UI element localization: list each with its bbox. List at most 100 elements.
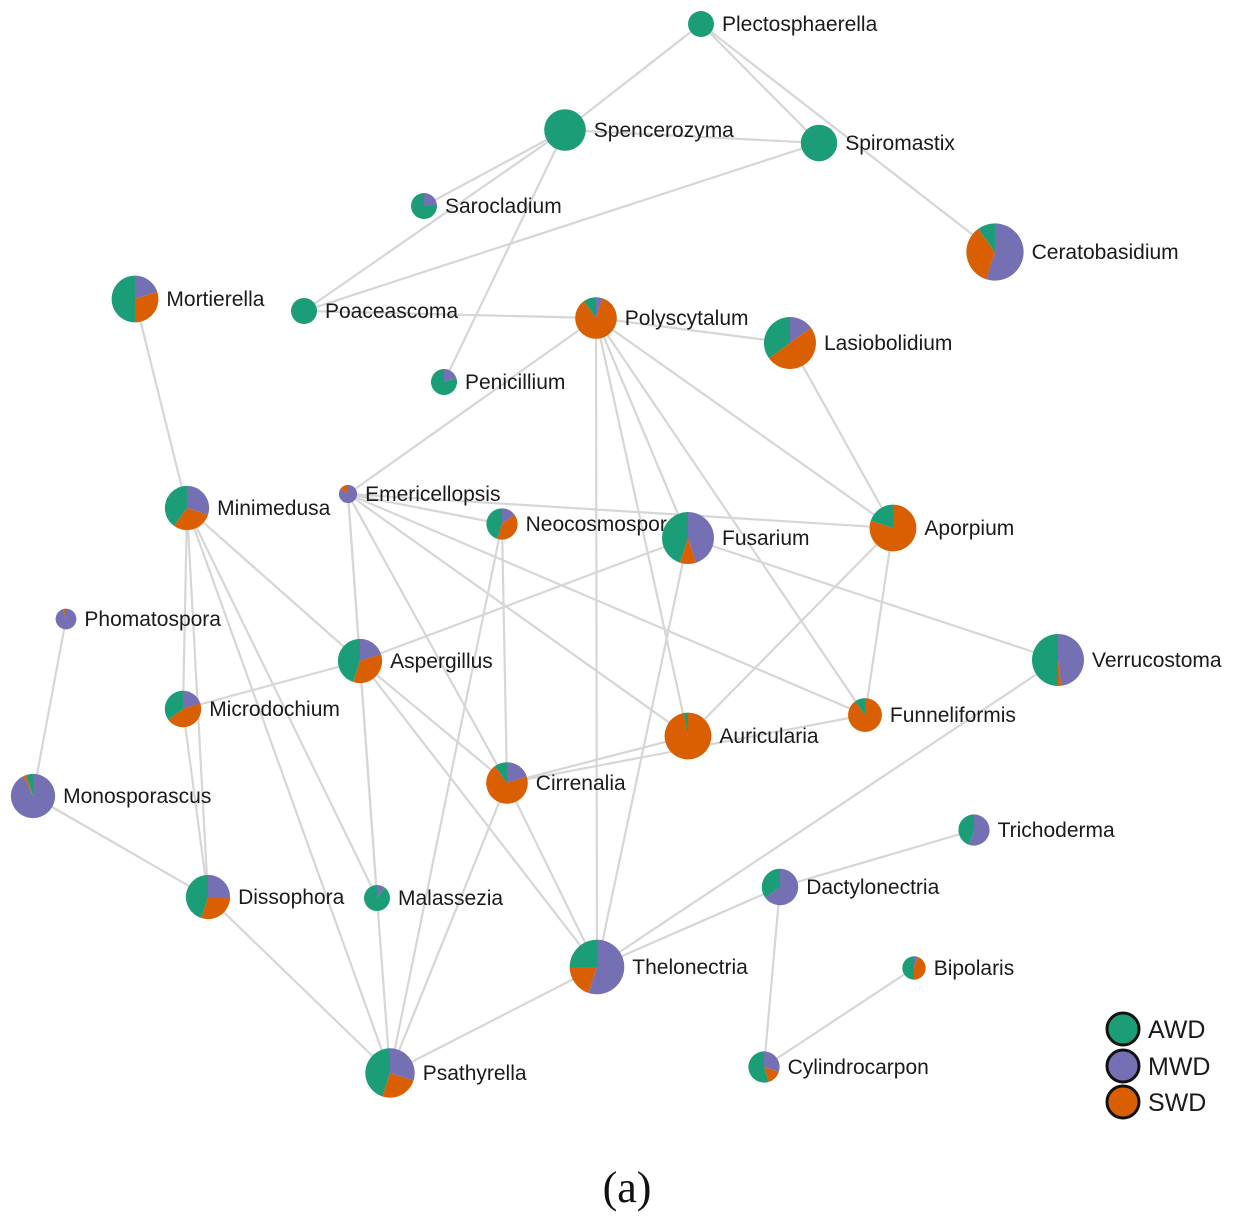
pie-slice-microdochium-mwd [183, 690, 201, 709]
pie-slice-fusarium-swd [679, 538, 697, 564]
node-ceratobasidium[interactable]: Ceratobasidium [966, 223, 1179, 281]
pie-slice-phomatospora-mwd [55, 608, 77, 630]
node-spencerozyma[interactable]: Spencerozyma [544, 109, 734, 151]
node-thelonectria[interactable]: Thelonectria [569, 939, 748, 995]
node-label-microdochium: Microdochium [209, 698, 340, 721]
node-label-aspergillus: Aspergillus [390, 650, 493, 673]
node-aspergillus[interactable]: Aspergillus [337, 638, 493, 684]
legend-item-mwd: MWD [1105, 1048, 1210, 1084]
node-spiromastix[interactable]: Spiromastix [800, 124, 956, 162]
node-aporpium[interactable]: Aporpium [869, 504, 1015, 552]
node-lasiobolidium[interactable]: Lasiobolidium [764, 317, 952, 369]
node-sarocladium[interactable]: Sarocladium [411, 193, 562, 219]
node-label-ceratobasidium: Ceratobasidium [1032, 241, 1179, 264]
node-mortierella[interactable]: Mortierella [111, 275, 265, 323]
node-verrucostoma[interactable]: Verrucostoma [1032, 634, 1222, 686]
edge-polyscytalum-lasiobolidium [595, 316, 791, 345]
edge-minimedusa-aspergillus [186, 507, 361, 662]
edge-fusarium-aspergillus [359, 536, 689, 663]
edge-fusarium-thelonectria [595, 537, 690, 968]
edge-cirrenalia-psathyrella [388, 782, 509, 1074]
edge-neocosmospora-cirrenalia [500, 523, 509, 784]
node-poaceascoma[interactable]: Poaceascoma [291, 298, 458, 324]
legend: AWD MWD SWD [1105, 1011, 1210, 1120]
edge-auricularia-cirrenalia [506, 734, 689, 785]
pie-slice-monosporascus-mwd [10, 773, 56, 819]
node-auricularia[interactable]: Auricularia [664, 712, 819, 760]
pie-slice-funneliformis-awd [855, 698, 865, 715]
node-monosporascus[interactable]: Monosporascus [10, 773, 211, 819]
node-emericellopsis[interactable]: Emericellopsis [338, 483, 501, 506]
node-cylindrocarpon[interactable]: Cylindrocarpon [748, 1051, 929, 1083]
node-plectosphaerella[interactable]: Plectosphaerella [688, 11, 878, 37]
pie-slice-lasiobolidium-mwd [790, 317, 812, 343]
edge-emericellopsis-auricularia [347, 493, 689, 737]
pie-slice-cirrenalia-mwd [507, 762, 527, 783]
node-bipolaris[interactable]: Bipolaris [902, 956, 1014, 980]
node-label-cirrenalia: Cirrenalia [536, 772, 626, 795]
edge-polyscytalum-auricularia [594, 317, 690, 737]
node-malassezia[interactable]: Malassezia [364, 885, 503, 911]
pie-slice-cylindrocarpon-swd [764, 1067, 779, 1082]
edge-spencerozyma-penicillium [443, 129, 566, 383]
pie-slice-lasiobolidium-swd [768, 327, 816, 369]
edge-spencerozyma-sarocladium [423, 129, 566, 207]
node-phomatospora[interactable]: Phomatospora [55, 608, 222, 631]
legend-swatch-mwd [1105, 1048, 1141, 1084]
pie-slice-ceratobasidium-swd [966, 228, 995, 280]
node-dissophora[interactable]: Dissophora [185, 874, 345, 920]
node-label-penicillium: Penicillium [465, 371, 565, 394]
edge-monosporascus-dissophora [32, 795, 209, 898]
pie-slice-polyscytalum-mwd [596, 297, 603, 318]
node-trichoderma[interactable]: Trichoderma [958, 814, 1115, 846]
node-dactylonectria[interactable]: Dactylonectria [761, 868, 940, 906]
edge-thelonectria-dactylonectria [596, 885, 781, 969]
node-microdochium[interactable]: Microdochium [164, 690, 340, 728]
pie-slice-mortierella-awd [111, 275, 135, 323]
legend-swatch-awd [1105, 1011, 1141, 1047]
pie-slice-cylindrocarpon-awd [748, 1051, 769, 1083]
node-cirrenalia[interactable]: Cirrenalia [486, 762, 626, 804]
node-fusarium[interactable]: Fusarium [661, 512, 810, 564]
pie-slice-phomatospora-swd [62, 608, 66, 619]
pie-slice-cirrenalia-awd [494, 762, 507, 783]
pie-slice-mortierella-swd [135, 291, 159, 323]
pie-slice-neocosmospora-awd [486, 508, 502, 539]
edge-dissophora-psathyrella [207, 896, 391, 1074]
pie-slice-thelonectria-mwd [588, 939, 625, 995]
node-penicillium[interactable]: Penicillium [431, 369, 565, 396]
legend-label-swd: SWD [1148, 1089, 1206, 1117]
edge-plectosphaerella-spiromastix [700, 23, 820, 144]
pie-slice-poaceascoma-awd [291, 298, 317, 324]
pie-slice-lasiobolidium-awd [764, 317, 790, 359]
edge-spiromastix-poaceascoma [303, 141, 820, 313]
pie-slice-aspergillus-mwd [360, 638, 382, 661]
pie-slice-aspergillus-swd [353, 654, 383, 684]
edge-aspergillus-malassezia [358, 660, 379, 899]
pie-slice-dissophora-mwd [208, 874, 231, 897]
pie-slice-mortierella-mwd [135, 275, 158, 299]
edge-lasiobolidium-aporpium [789, 342, 894, 529]
legend-label-mwd: MWD [1148, 1053, 1210, 1081]
pie-slice-aporpium-awd [870, 504, 893, 528]
node-label-trichoderma: Trichoderma [998, 819, 1115, 842]
node-label-bipolaris: Bipolaris [934, 957, 1015, 980]
legend-item-awd: AWD [1105, 1011, 1205, 1047]
pie-slice-trichoderma-mwd [969, 814, 990, 846]
pie-slice-auricularia-swd [664, 712, 712, 760]
pie-slice-polyscytalum-awd [583, 297, 596, 318]
pie-slice-verrucostoma-awd [1032, 634, 1058, 686]
node-label-phomatospora: Phomatospora [84, 608, 221, 631]
node-funneliformis[interactable]: Funneliformis [848, 698, 1016, 732]
node-minimedusa[interactable]: Minimedusa [164, 485, 331, 531]
edge-minimedusa-psathyrella [185, 507, 392, 1074]
pie-slice-funneliformis-swd [848, 698, 882, 732]
pie-slice-neocosmospora-mwd [502, 508, 515, 524]
node-psathyrella[interactable]: Psathyrella [365, 1048, 527, 1098]
node-polyscytalum[interactable]: Polyscytalum [575, 297, 749, 339]
edge-bipolaris-cylindrocarpon [763, 967, 915, 1068]
edge-polyscytalum-aporpium [595, 317, 894, 529]
node-neocosmospora[interactable]: Neocosmospora [486, 508, 679, 540]
edge-dactylonectria-cylindrocarpon [762, 886, 782, 1068]
